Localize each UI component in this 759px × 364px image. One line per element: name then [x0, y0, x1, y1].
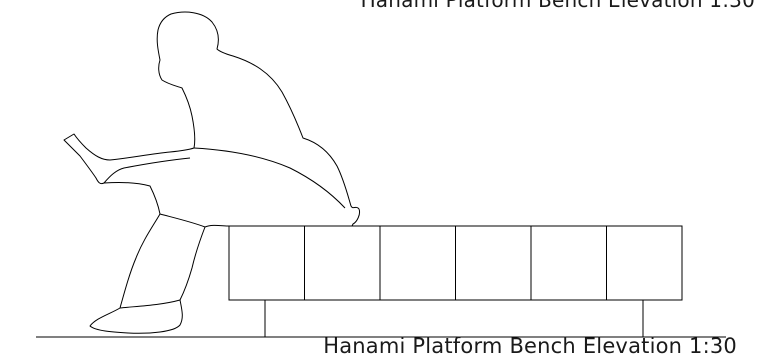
- figure-arm-contour: [103, 157, 191, 184]
- bench-module: [379, 225, 456, 301]
- figure-leg-contour: [159, 213, 206, 228]
- bench-module: [455, 225, 532, 301]
- seated-person-figure: [63, 11, 360, 334]
- drawing-title: Hanami Platform Bench Elevation 1:30: [323, 334, 737, 358]
- figure-torso-contour: [193, 147, 346, 209]
- bench-module: [228, 225, 305, 301]
- figure-shoe-contour: [119, 299, 181, 309]
- bench-body: [228, 225, 683, 301]
- drawing-title-top: Hanami Platform Bench Elevation 1:30: [360, 0, 755, 12]
- bench-module: [606, 225, 683, 301]
- bench-module: [304, 225, 381, 301]
- bench-module: [530, 225, 607, 301]
